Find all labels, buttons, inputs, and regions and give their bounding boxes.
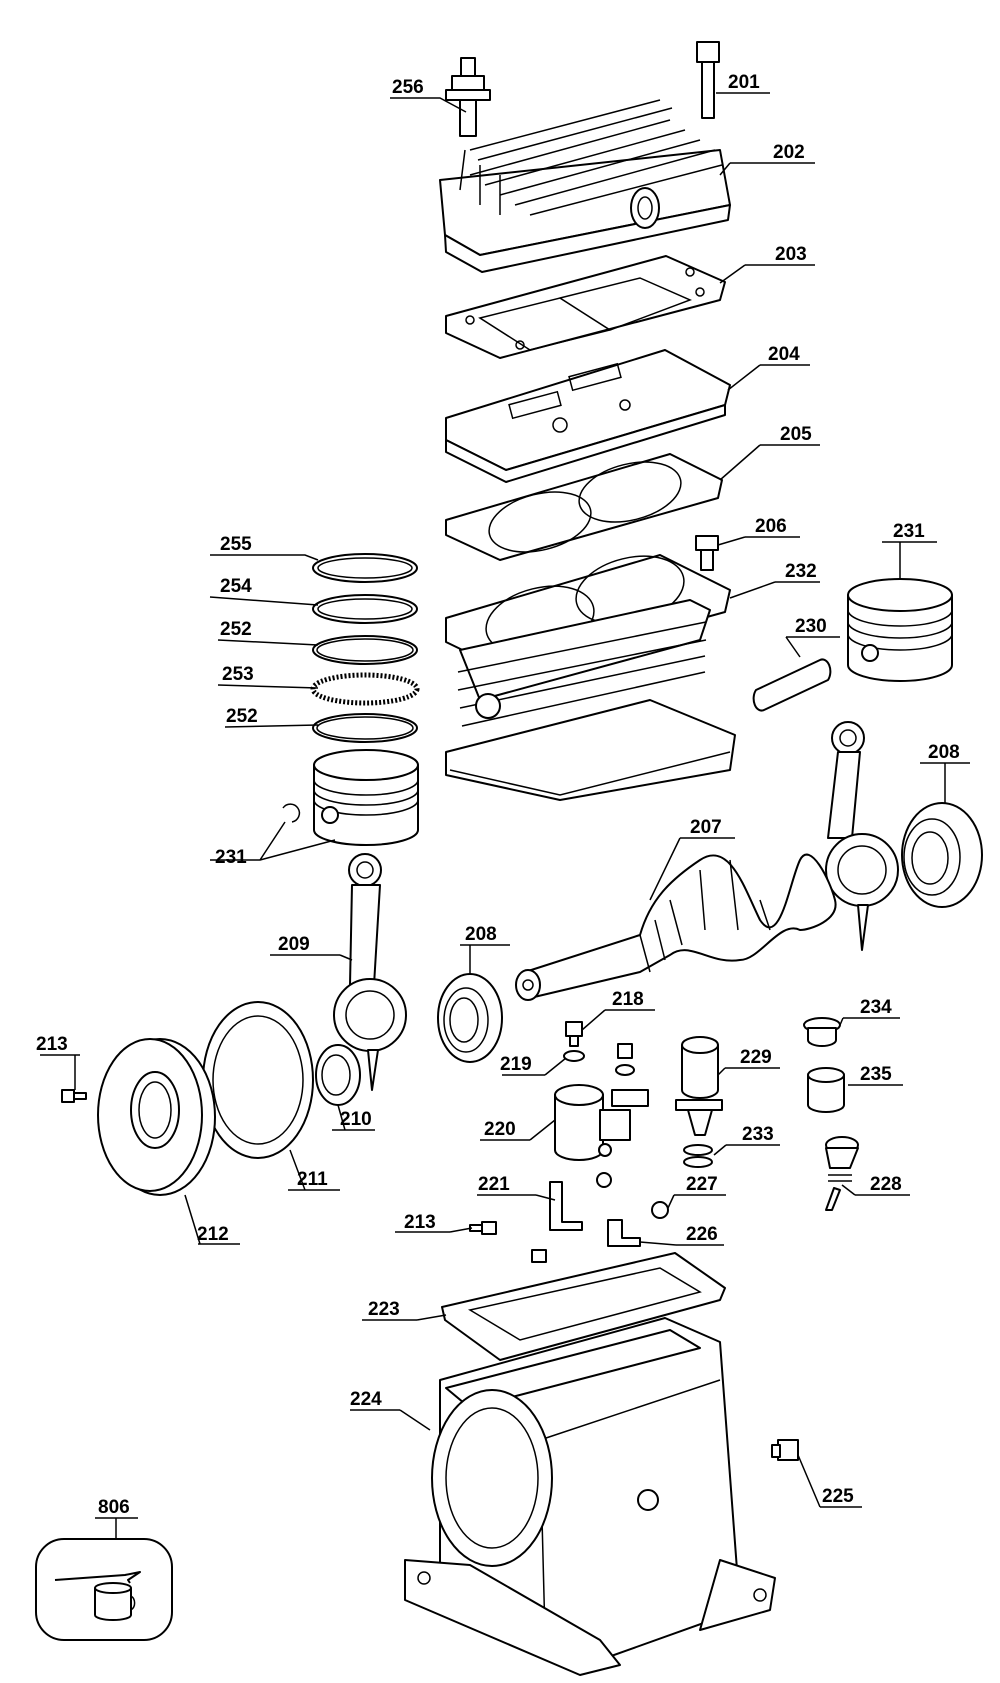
part-231-piston-left xyxy=(282,749,419,846)
part-nut-220 xyxy=(596,1172,612,1188)
label-207: 207 xyxy=(690,817,722,838)
label-220: 220 xyxy=(484,1119,516,1140)
part-232-cylinder-block xyxy=(445,554,736,801)
part-208-bearing-left xyxy=(437,973,503,1063)
label-806: 806 xyxy=(98,1497,130,1518)
label-234: 234 xyxy=(860,997,892,1018)
label-219: 219 xyxy=(500,1054,532,1075)
part-206-bolt xyxy=(695,535,719,571)
part-228-oil-dipstick xyxy=(825,1136,859,1211)
part-230-wrist-pin xyxy=(752,658,832,712)
label-221: 221 xyxy=(478,1174,510,1195)
part-231-piston-right xyxy=(847,578,953,682)
label-208-right: 208 xyxy=(928,742,960,763)
part-204-valve-plate xyxy=(445,349,731,483)
label-227: 227 xyxy=(686,1174,718,1195)
label-202: 202 xyxy=(773,142,805,163)
label-255: 255 xyxy=(220,534,252,555)
label-231-right: 231 xyxy=(893,521,925,542)
part-202-cylinder-head xyxy=(439,99,731,273)
part-screw-229-side xyxy=(615,1043,635,1076)
part-227-nut xyxy=(651,1201,669,1219)
label-254: 254 xyxy=(220,576,252,597)
label-211: 211 xyxy=(297,1169,328,1190)
part-203-head-gasket xyxy=(445,255,726,359)
part-221-bracket xyxy=(549,1181,583,1231)
label-203: 203 xyxy=(775,244,807,265)
label-235: 235 xyxy=(860,1064,892,1085)
part-252-ring-lower xyxy=(312,713,418,743)
label-210: 210 xyxy=(340,1109,372,1130)
label-223: 223 xyxy=(368,1299,400,1320)
part-bolt-crankcase xyxy=(531,1249,547,1263)
part-224-crankcase xyxy=(404,1317,776,1676)
part-226-bracket xyxy=(607,1219,641,1247)
part-213-bolt-lower xyxy=(469,1221,497,1235)
callout-labels: 256 201 202 203 204 205 206 231 232 230 … xyxy=(36,72,960,1518)
part-255-ring xyxy=(312,553,418,583)
part-254-ring xyxy=(312,594,418,624)
label-228: 228 xyxy=(870,1174,902,1195)
label-233: 233 xyxy=(742,1124,774,1145)
part-220-unloader-block xyxy=(554,1084,649,1161)
part-256-bolt-fitting xyxy=(445,57,491,137)
label-209: 209 xyxy=(278,934,310,955)
part-208-bearing-right xyxy=(901,802,983,908)
part-219-washer xyxy=(563,1050,585,1062)
label-213-left: 213 xyxy=(36,1034,68,1055)
label-201: 201 xyxy=(728,72,760,93)
label-232: 232 xyxy=(785,561,817,582)
label-225: 225 xyxy=(822,1486,854,1507)
part-223-crankcase-gasket xyxy=(441,1252,726,1361)
label-253: 253 xyxy=(222,664,254,685)
label-252-upper: 252 xyxy=(220,619,252,640)
part-211-bearing-cover-gasket xyxy=(202,1001,314,1159)
part-201-head-bolt xyxy=(696,41,720,119)
part-210-oil-seal xyxy=(315,1044,361,1106)
part-229-pressure-switch xyxy=(675,1036,723,1136)
part-218-screw xyxy=(565,1021,583,1047)
label-252-lower: 252 xyxy=(226,706,258,727)
part-253-expander-ring xyxy=(310,672,420,706)
label-231-left: 231 xyxy=(215,847,247,868)
part-205-cylinder-gasket xyxy=(445,453,723,561)
label-212: 212 xyxy=(197,1224,229,1245)
label-213-lower: 213 xyxy=(404,1212,436,1233)
label-226: 226 xyxy=(686,1224,718,1245)
part-252-ring-upper xyxy=(312,635,418,665)
label-224: 224 xyxy=(350,1389,382,1410)
part-connecting-rod-right xyxy=(825,721,899,951)
label-230: 230 xyxy=(795,616,827,637)
label-204: 204 xyxy=(768,344,800,365)
label-218: 218 xyxy=(612,989,644,1010)
part-806-oil-can-icon xyxy=(35,1538,173,1641)
part-234-breather-cap xyxy=(803,1017,841,1047)
part-213-bolt-left xyxy=(61,1089,87,1103)
part-233-o-rings xyxy=(683,1144,713,1168)
part-212-bearing-cover xyxy=(97,1038,216,1196)
label-205: 205 xyxy=(780,424,812,445)
label-229: 229 xyxy=(740,1047,772,1068)
leader-lines xyxy=(40,92,970,1539)
part-207-crankshaft xyxy=(515,853,837,1001)
label-208-left: 208 xyxy=(465,924,497,945)
part-225-drain-plug xyxy=(771,1439,799,1461)
part-209-connecting-rod-left xyxy=(333,853,407,1091)
part-235-breather-filter xyxy=(807,1067,845,1113)
label-256: 256 xyxy=(392,77,424,98)
label-206: 206 xyxy=(755,516,787,537)
